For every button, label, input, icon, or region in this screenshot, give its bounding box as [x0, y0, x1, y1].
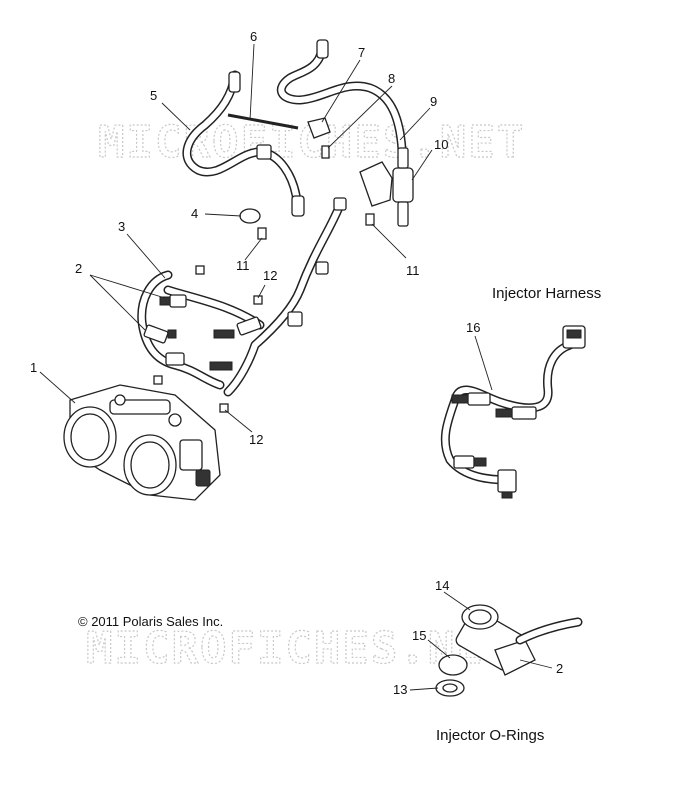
injector: [159, 294, 187, 308]
rail-fitting: [287, 311, 303, 327]
callout-2b: 2: [556, 661, 563, 676]
callout-4: 4: [191, 206, 198, 221]
rail-fitting: [333, 197, 347, 211]
hose-fitting: [316, 39, 329, 59]
injector: [451, 392, 491, 406]
callout-14: 14: [435, 578, 449, 593]
bolt: [365, 213, 375, 226]
injector-harness: [440, 325, 586, 499]
injector: [213, 316, 262, 339]
filter-bracket: [359, 161, 393, 207]
oring-15: [438, 654, 468, 676]
harness-connector-plug: [566, 329, 582, 339]
callout-5: 5: [150, 88, 157, 103]
fuel-rail-assembly: [137, 197, 347, 413]
fuel-hose-assembly: [182, 39, 414, 240]
callout-16: 16: [466, 320, 480, 335]
callout-6: 6: [250, 29, 257, 44]
callout-2a: 2: [75, 261, 82, 276]
injector: [497, 469, 517, 499]
callout-12a: 12: [263, 268, 277, 283]
hose-fitting: [291, 195, 305, 217]
callout-15: 15: [412, 628, 426, 643]
callout-3: 3: [118, 219, 125, 234]
bolt: [219, 403, 229, 413]
fuel-filter-outlet: [397, 201, 409, 227]
injector: [143, 324, 177, 344]
hose-clip: [307, 117, 331, 139]
callout-13: 13: [393, 682, 407, 697]
cable-tie: [227, 113, 299, 130]
throttle-body: [63, 384, 221, 501]
rail-fitting: [315, 261, 329, 275]
screw: [321, 145, 330, 159]
callout-12b: 12: [249, 432, 263, 447]
bolt: [253, 295, 263, 305]
bolt: [153, 375, 163, 385]
injector: [165, 352, 233, 371]
clamp: [239, 208, 261, 224]
hose-clamp: [256, 144, 272, 160]
fuel-filter-inlet: [397, 147, 409, 169]
callout-11a: 11: [236, 258, 250, 273]
callout-11b: 11: [406, 263, 420, 278]
leader-lines: [39, 43, 553, 691]
callout-9: 9: [430, 94, 437, 109]
hose-fitting: [228, 71, 241, 93]
callout-7: 7: [358, 45, 365, 60]
bolt: [195, 265, 205, 275]
injector: [495, 406, 537, 420]
caption-injector-harness: Injector Harness: [492, 285, 601, 302]
caption-injector-orings: Injector O-Rings: [436, 727, 544, 744]
injector-oring-detail: [435, 604, 583, 697]
callout-1: 1: [30, 360, 37, 375]
callout-8: 8: [388, 71, 395, 86]
fuel-filter: [392, 167, 414, 203]
callout-10: 10: [434, 137, 448, 152]
injector: [453, 455, 487, 469]
copyright-notice: © 2011 Polaris Sales Inc.: [78, 614, 223, 629]
bolt: [257, 227, 267, 240]
